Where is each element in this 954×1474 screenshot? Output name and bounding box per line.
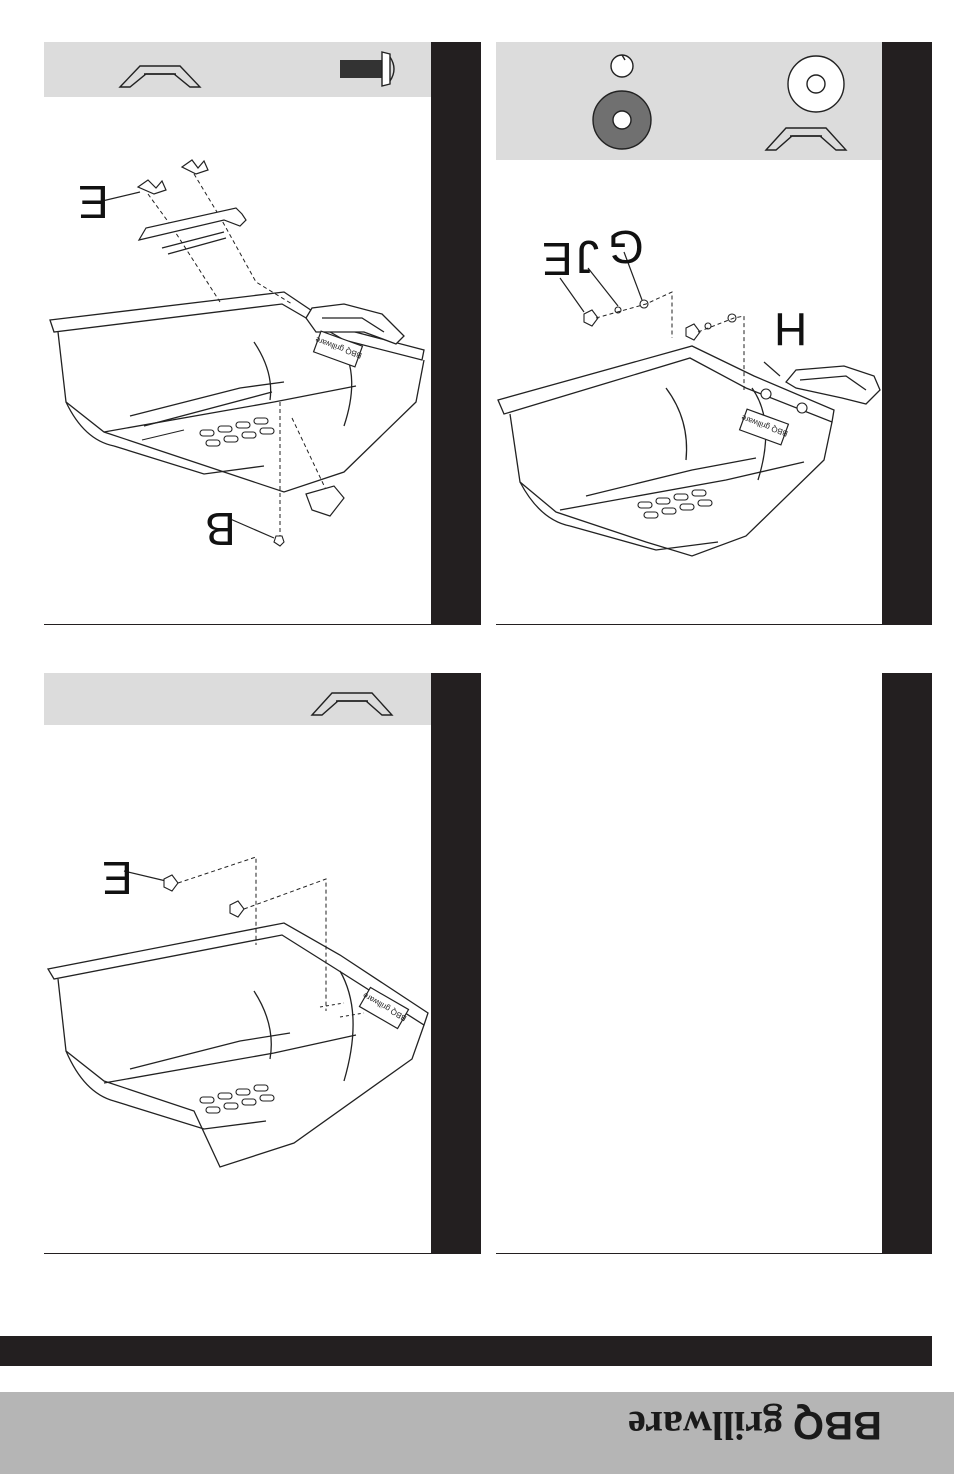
tray-icon xyxy=(48,923,428,1167)
side-tab xyxy=(882,673,932,1253)
tray-icon xyxy=(498,346,834,556)
flat-washer-icon xyxy=(788,56,844,112)
step-panel-top-right: BBQ grillware G J E H xyxy=(496,42,932,626)
label-b: B xyxy=(205,506,236,552)
bolt-icon xyxy=(164,875,178,891)
flat-washer-icon xyxy=(761,389,771,399)
step-panel-bottom-left: BBQ grillware E xyxy=(44,673,481,1255)
flat-washer-icon xyxy=(797,403,807,413)
vent-slots xyxy=(200,1085,274,1113)
label-e: E xyxy=(102,855,133,901)
bolt-icon xyxy=(274,536,284,546)
nameplate-icon xyxy=(139,208,246,254)
handle-icon xyxy=(120,66,200,87)
nameplate-icon: BBQ grillware xyxy=(359,987,408,1028)
step-panel-bottom-right xyxy=(496,673,932,1255)
bolt-icon xyxy=(340,52,394,86)
footer-bar xyxy=(0,1336,932,1366)
bottom-rule xyxy=(496,1253,932,1254)
label-g: G xyxy=(608,224,644,270)
label-j: J xyxy=(576,234,599,280)
scoop-icon xyxy=(306,486,344,516)
vent-slots xyxy=(200,418,274,446)
label-e: E xyxy=(542,236,573,282)
brand-logo: BBQ grillware xyxy=(620,1395,890,1455)
lock-washer-icon xyxy=(611,55,633,77)
label-h: H xyxy=(774,306,807,352)
step-panel-top-left: BBQ grillware E B xyxy=(44,42,481,626)
wing-nut-icon xyxy=(138,160,208,194)
handle-icon xyxy=(786,366,880,404)
rubber-washer-icon xyxy=(593,91,651,149)
brand-rest: grillware xyxy=(628,1403,783,1448)
brand-bold: BBQ xyxy=(793,1403,882,1447)
label-e: E xyxy=(78,179,109,225)
handle-icon xyxy=(766,128,846,150)
bolt-icon xyxy=(230,901,244,917)
bolt-icon xyxy=(686,324,700,340)
bolt-icon xyxy=(584,310,598,326)
handle-icon xyxy=(312,693,392,715)
flat-washer-icon xyxy=(728,314,736,322)
